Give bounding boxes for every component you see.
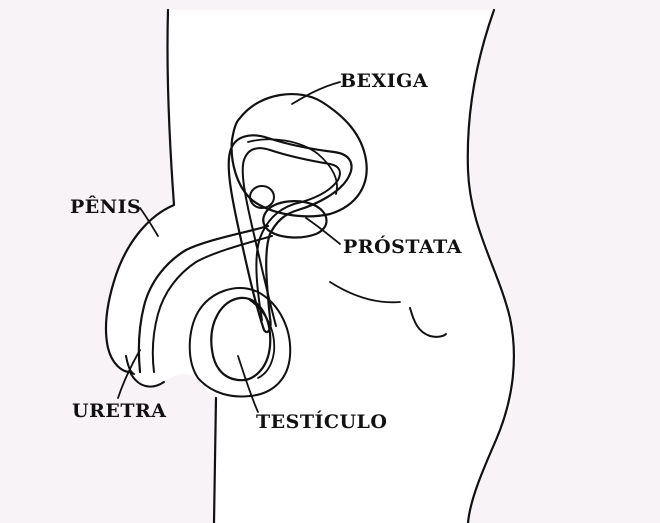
label-penis: PÊNIS: [70, 198, 141, 217]
label-bexiga: BEXIGA: [340, 72, 428, 91]
label-prostata: PRÓSTATA: [343, 238, 462, 257]
label-testiculo: TESTÍCULO: [256, 413, 387, 432]
label-uretra: URETRA: [72, 402, 167, 421]
